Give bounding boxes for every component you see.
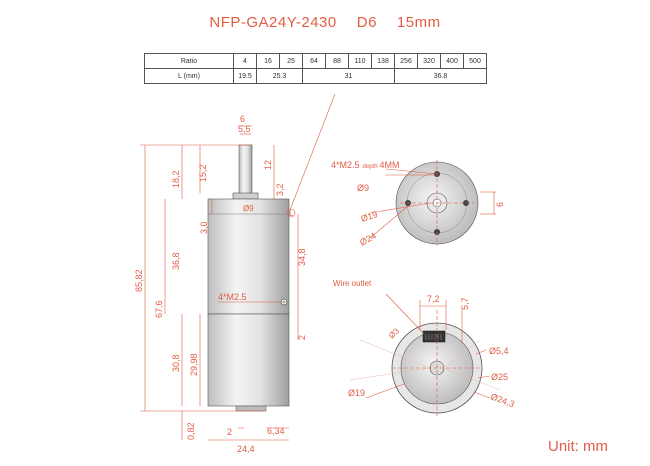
overall-length-label: 85,82 <box>134 269 144 292</box>
bottom-gap-label: 2 <box>227 427 232 437</box>
side-view: 6 5,5 18,2 15,2 12 3,2 Ø9 3,0 36,8 34,8 … <box>134 93 336 454</box>
length-cell: 19.5 <box>233 68 257 84</box>
outer-diameter-bottom-label: Ø24,3 <box>489 391 515 409</box>
l-marker-label: L <box>289 209 294 218</box>
boss-height-label: 3,2 <box>275 183 285 196</box>
terminal-width-label: 6,34 <box>267 426 285 436</box>
terminal-label: 0,82 <box>186 422 196 440</box>
shaft-width-label: 6 <box>240 114 245 124</box>
boss-diameter-label: Ø9 <box>243 204 254 213</box>
flat-length-label: 12 <box>263 160 273 170</box>
flat-width-label: 5,5 <box>238 124 251 134</box>
outlet-offset-label: 5,7 <box>460 297 470 310</box>
model-name: NFP-GA24Y-2430 <box>209 14 337 31</box>
body-width-label: 24,4 <box>237 444 255 454</box>
total-shaft-label: 18,2 <box>171 170 181 188</box>
mount-screw-label: 4*M2.5 <box>218 292 247 302</box>
wire-outlet-label: Wire outlet <box>333 279 372 288</box>
bottom-view: Wire outlet 7,2 5,7 Ø3 Ø5,4 Ø25 Ø24,3 Ø1… <box>333 279 516 416</box>
motor-inner-label: 29,98 <box>189 353 199 376</box>
body-total-label: 67,6 <box>154 300 164 318</box>
motor-offset-label: 2 <box>297 335 307 340</box>
ratio-cell: 500 <box>463 53 487 69</box>
small-diameter-label: Ø3 <box>387 326 401 340</box>
shaft-length-label: 15,2 <box>198 164 208 182</box>
body-diameter-label: Ø25 <box>491 372 508 382</box>
page-title: NFP-GA24Y-2430 D6 15mm <box>0 14 650 31</box>
outlet-width-label: 7,2 <box>427 294 440 304</box>
motor-height-label: 30,8 <box>171 354 181 372</box>
boss-diameter-front-label: Ø9 <box>357 183 369 193</box>
gap-label: 3,0 <box>199 221 209 234</box>
pitch-diameter-bottom-label: Ø19 <box>348 388 365 398</box>
outer-diameter-front-label: Ø24 <box>358 231 378 248</box>
hole-diameter-label: Ø5,4 <box>489 346 509 356</box>
pitch-diameter-front-label: Ø19 <box>360 209 379 224</box>
gearbox-inner-label: 34,8 <box>297 248 307 266</box>
unit-label: Unit: mm <box>548 438 608 455</box>
shaft-length: 15mm <box>396 14 441 31</box>
shaft-flat-label: 6 <box>495 202 505 207</box>
length-cell: 36.8 <box>394 68 487 84</box>
gearbox-height-label: 36,8 <box>171 252 181 270</box>
shaft-spec: D6 <box>356 14 377 31</box>
